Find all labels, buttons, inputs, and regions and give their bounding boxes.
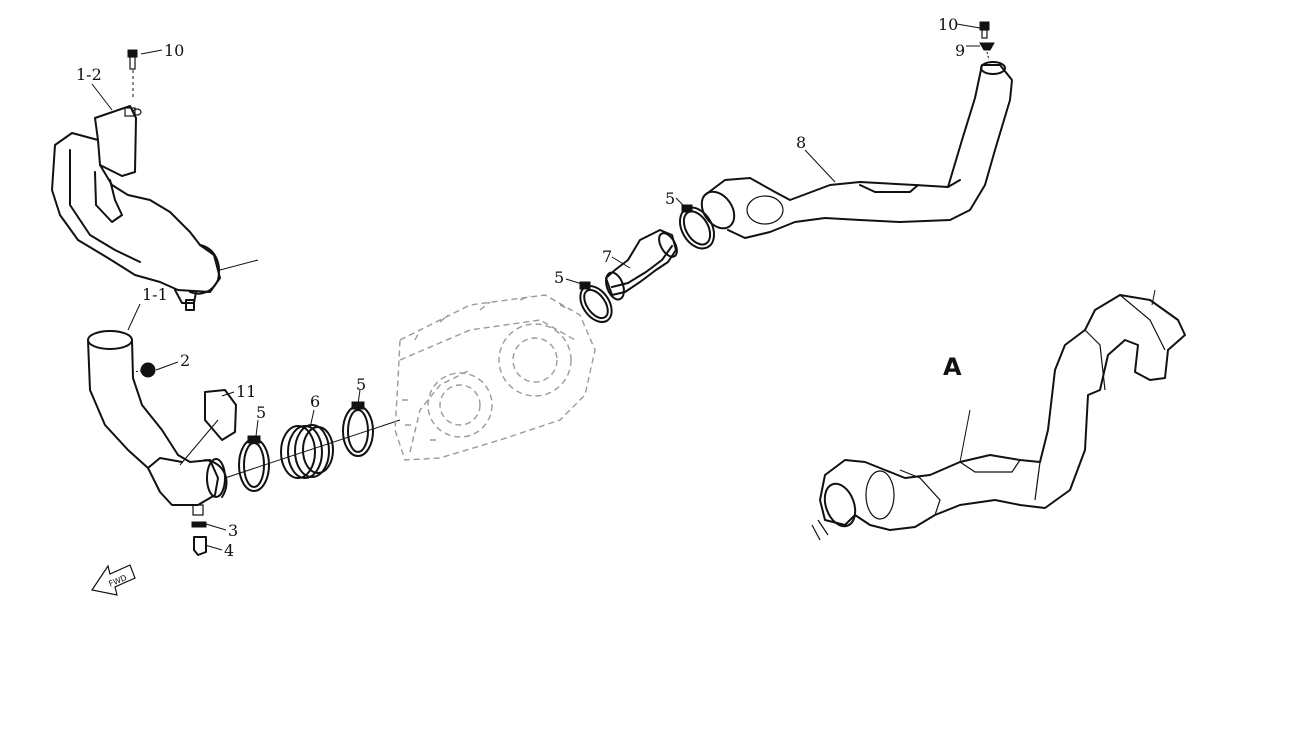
callout-10-right: 10 xyxy=(938,15,958,34)
callout-labels: 10 1-2 1-1 2 11 5 6 5 3 4 5 7 5 8 10 9 A xyxy=(76,15,965,560)
callout-4: 4 xyxy=(224,541,234,560)
clamp-5-a xyxy=(238,435,270,492)
callout-2: 2 xyxy=(180,351,190,370)
clamp-5-c xyxy=(579,281,613,324)
callout-6: 6 xyxy=(310,392,320,411)
bolt-2 xyxy=(131,362,156,378)
assembly-axis-line xyxy=(224,419,401,479)
hose-7 xyxy=(605,229,678,301)
forward-arrow-icon: FWD xyxy=(91,564,136,596)
callout-8: 8 xyxy=(796,133,806,152)
elbow-duct-1-1 xyxy=(87,330,228,516)
callout-7: 7 xyxy=(602,247,612,266)
leader-lines xyxy=(91,23,981,551)
washer-9 xyxy=(979,42,995,61)
view-a-label: A xyxy=(943,353,962,381)
callout-5-a: 5 xyxy=(256,403,266,422)
callout-1-1: 1-1 xyxy=(142,285,168,304)
bolt-10-right xyxy=(979,21,990,39)
clamp-5-b xyxy=(342,401,374,457)
callout-3: 3 xyxy=(228,521,238,540)
bellows-6 xyxy=(280,424,334,479)
intake-duct-1-2 xyxy=(51,105,259,311)
callout-5-c: 5 xyxy=(554,268,564,287)
plug-4 xyxy=(193,536,207,556)
detail-view-a xyxy=(811,289,1186,541)
gasket-11 xyxy=(204,389,237,441)
callout-1-2: 1-2 xyxy=(76,65,102,84)
duct-8 xyxy=(700,61,1013,239)
washer-3 xyxy=(191,521,207,528)
bolt-10-left xyxy=(127,49,138,100)
callout-9: 9 xyxy=(955,41,965,60)
callout-5-b: 5 xyxy=(356,375,366,394)
callout-10-left: 10 xyxy=(164,41,184,60)
transmission-housing-ghost xyxy=(394,294,596,461)
callout-5-d: 5 xyxy=(665,189,675,208)
clamp-5-d xyxy=(678,204,716,250)
callout-11: 11 xyxy=(236,382,256,401)
